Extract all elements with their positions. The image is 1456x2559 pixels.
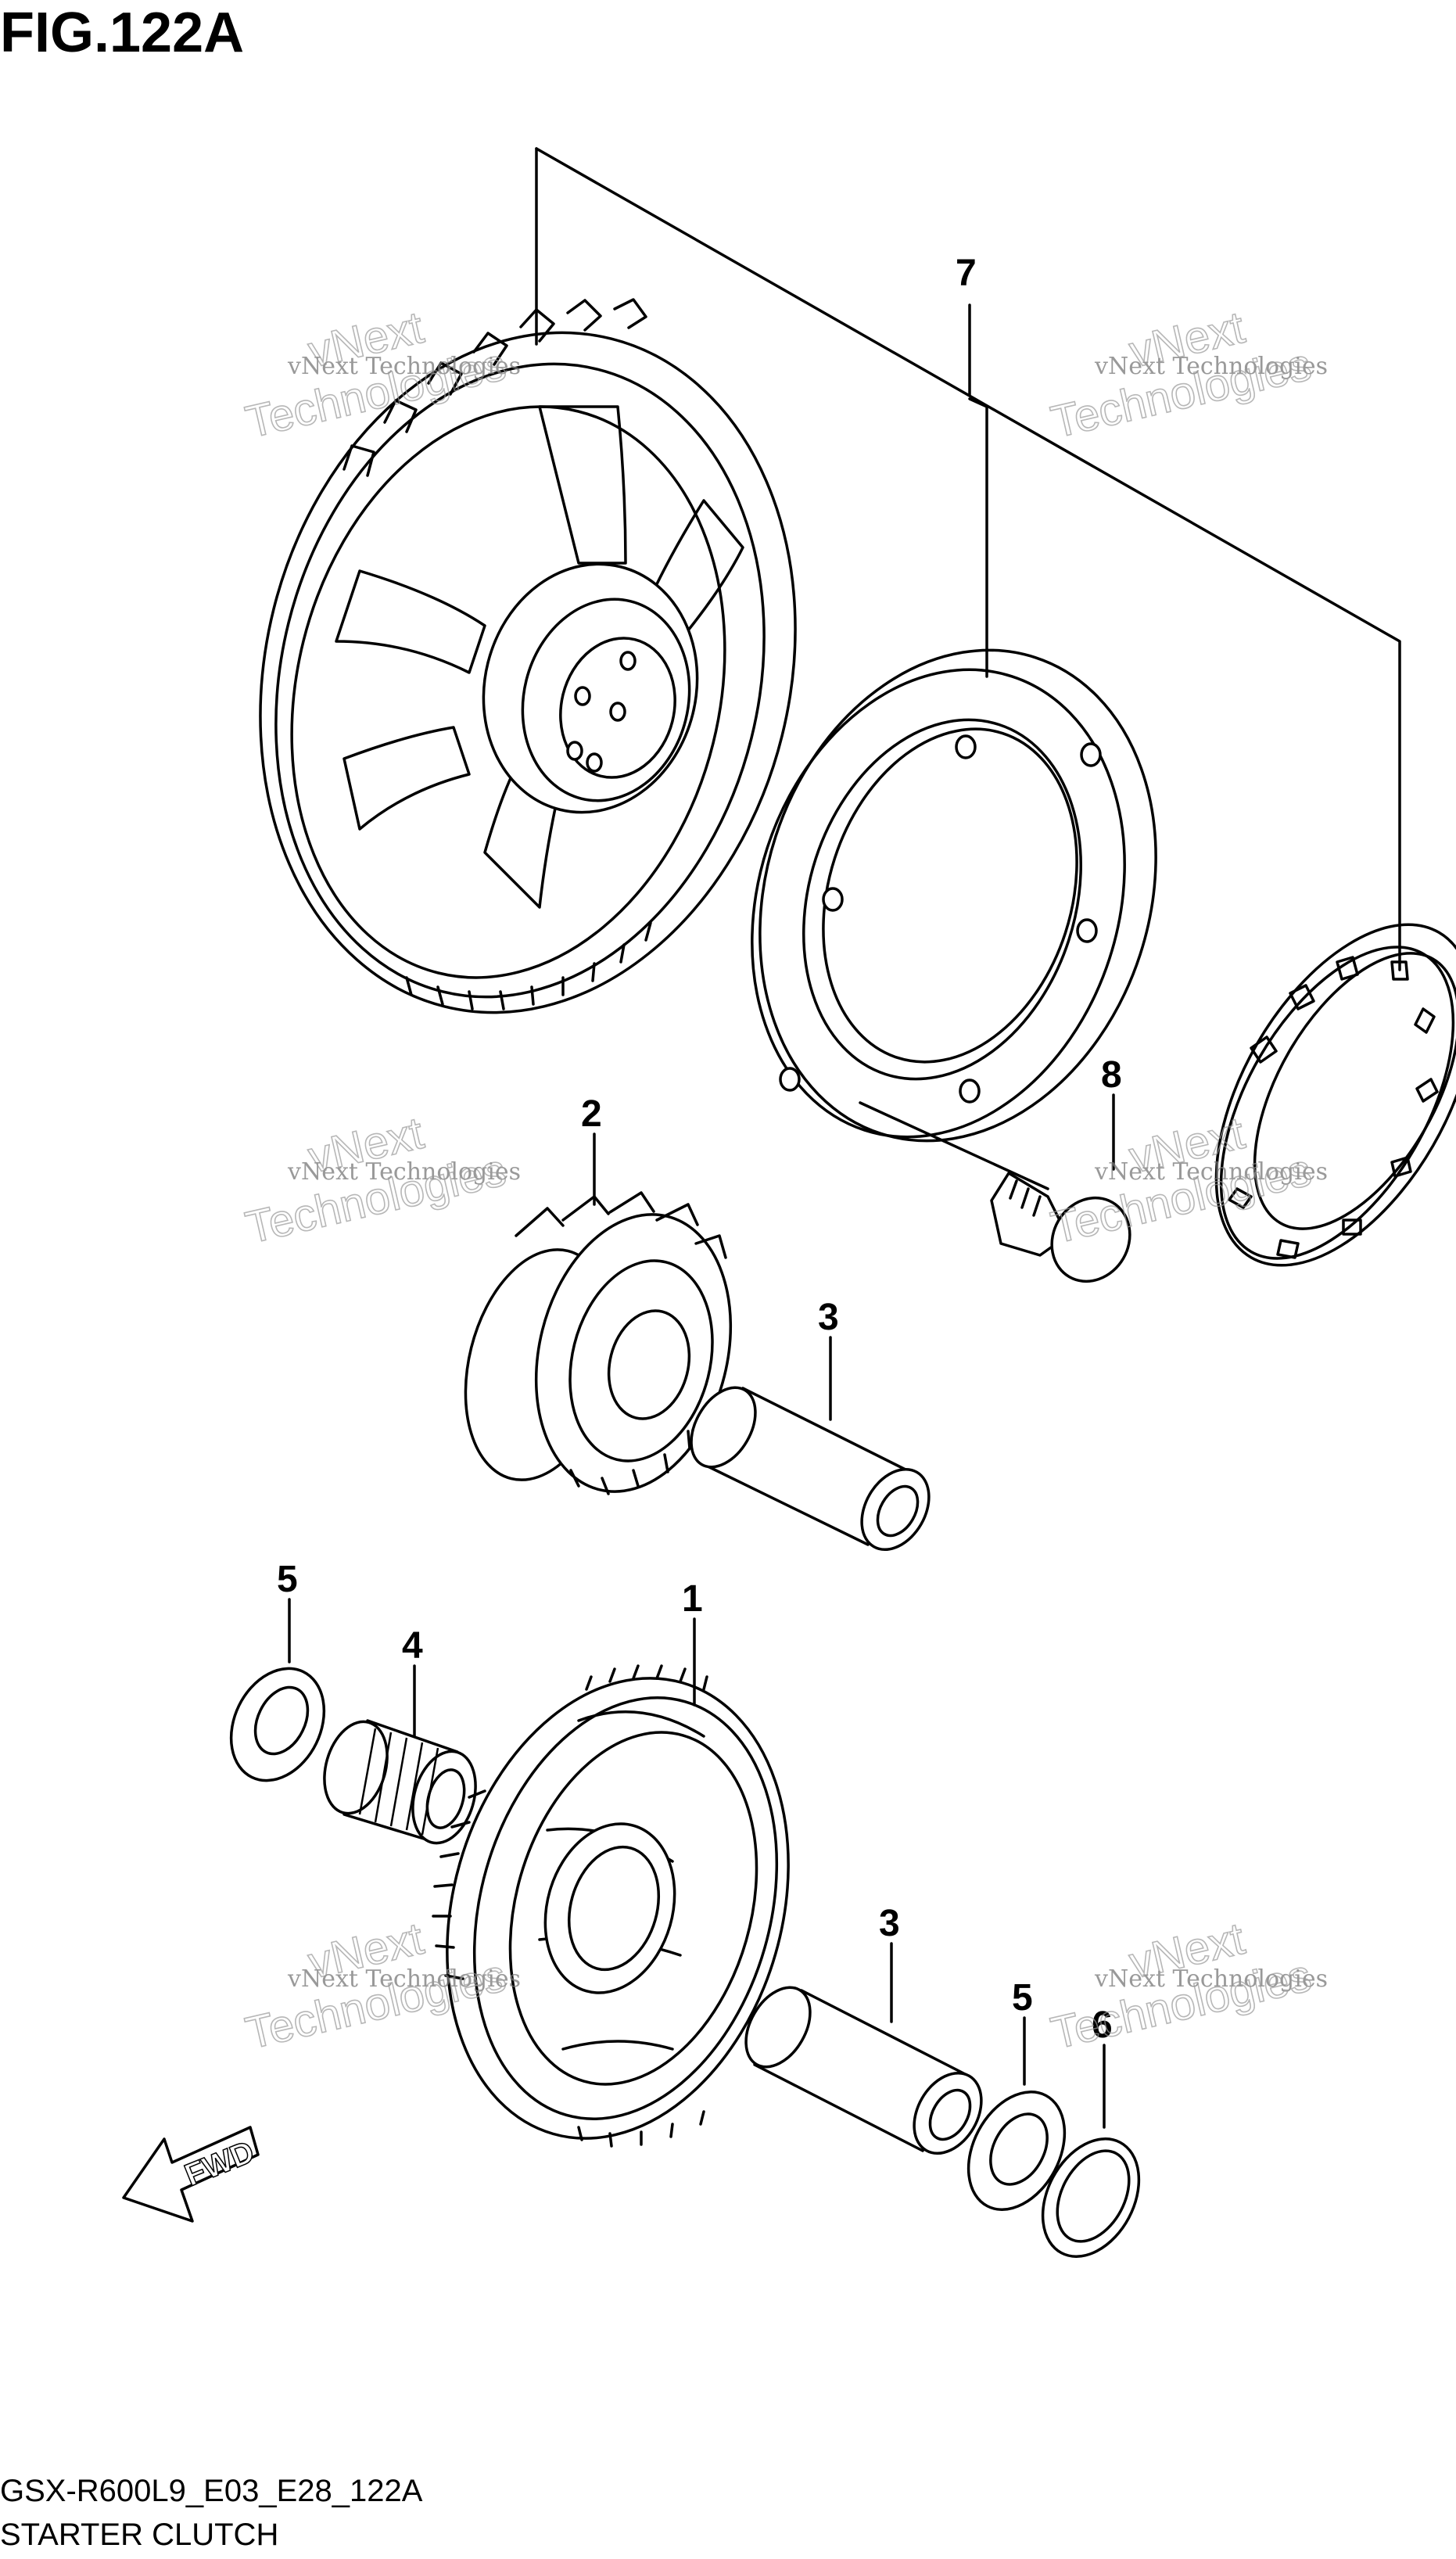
watermark-mid-left: vNext Technologies vNext Technologies <box>241 1107 522 1254</box>
watermark-top-left: vNext Technologies vNext Technologies <box>241 301 522 448</box>
washer-right <box>966 2016 1067 2211</box>
one-way-clutch <box>1214 923 1456 1267</box>
gear-shaft-lower <box>744 1942 983 2155</box>
callout-1: 1 <box>682 1578 703 1620</box>
starter-gear-lower <box>432 1617 790 2148</box>
watermark-bottom-right: vNext Technologies vNext Technologies <box>1046 1912 1329 2059</box>
washer-left <box>229 1598 326 1782</box>
svg-text:vNext Technologies: vNext Technologies <box>1094 353 1328 380</box>
starter-idle-gear <box>464 1132 733 1495</box>
watermark-top-right: vNext Technologies vNext Technologies <box>1046 301 1329 448</box>
callout-5a: 5 <box>277 1559 298 1600</box>
callout-2: 2 <box>581 1093 602 1135</box>
svg-text:vNext Technologies: vNext Technologies <box>1094 1158 1328 1186</box>
callout-4: 4 <box>402 1625 423 1667</box>
footer-section: STARTER CLUTCH <box>0 2518 278 2552</box>
idle-gear-shaft <box>690 1336 931 1552</box>
watermark-bottom-left: vNext Technologies vNext Technologies <box>241 1912 522 2059</box>
bolt <box>859 1093 1131 1283</box>
watermark-mid-right: vNext Technologies vNext Technologies <box>1046 1107 1329 1254</box>
footer-code: GSX-R600L9_E03_E28_122A <box>0 2474 423 2508</box>
callout-3a: 3 <box>818 1297 839 1338</box>
svg-text:vNext Technologies: vNext Technologies <box>1094 1965 1328 1993</box>
svg-text:vNext Technologies: vNext Technologies <box>287 1965 521 1993</box>
needle-bearing <box>323 1664 477 1845</box>
circlip <box>1041 2044 1141 2258</box>
fwd-arrow-icon: FWD <box>122 2126 260 2223</box>
starter-clutch-body <box>751 648 1157 1143</box>
starter-driven-gear <box>259 298 797 1014</box>
callout-3b: 3 <box>879 1903 900 1944</box>
figure-title: FIG.122A <box>0 2 244 64</box>
callout-5b: 5 <box>1012 1977 1033 2019</box>
callout-labels: 7 8 2 3 5 1 4 3 5 6 <box>277 253 1122 2046</box>
callout-6: 6 <box>1092 2004 1113 2046</box>
svg-text:vNext Technologies: vNext Technologies <box>287 1158 521 1186</box>
callout-7: 7 <box>956 253 977 294</box>
svg-text:vNext Technologies: vNext Technologies <box>287 353 521 380</box>
callout-8: 8 <box>1101 1054 1122 1096</box>
